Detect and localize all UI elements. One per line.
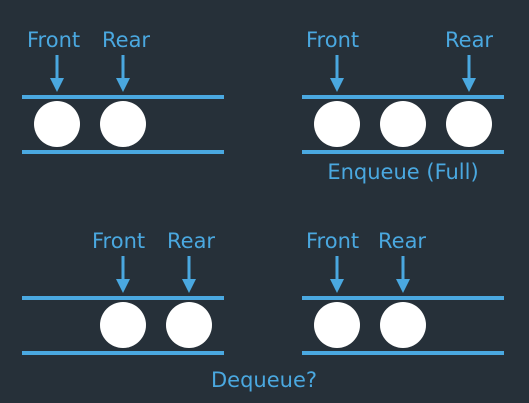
queue-panel-1: Front Rear — [22, 28, 224, 154]
front-pointer-arrow-icon — [330, 55, 344, 92]
rear-label: Rear — [445, 28, 493, 52]
rear-pointer-arrow-icon — [182, 256, 196, 293]
queue-element — [380, 101, 426, 147]
front-label: Front — [27, 28, 80, 52]
rear-label: Rear — [378, 229, 426, 253]
front-label: Front — [306, 229, 359, 253]
front-pointer-arrow-icon — [330, 256, 344, 293]
queue-element — [100, 302, 146, 348]
front-pointer-arrow-icon — [50, 55, 64, 92]
queue-element — [100, 101, 146, 147]
rear-pointer-arrow-icon — [462, 55, 476, 92]
queue-element — [34, 101, 80, 147]
dequeue-caption: Dequeue? — [211, 368, 317, 392]
queue-panel-3: Front Rear — [22, 229, 224, 355]
rear-label: Rear — [167, 229, 215, 253]
rear-pointer-arrow-icon — [396, 256, 410, 293]
queue-element — [446, 101, 492, 147]
queue-panel-2: Front Rear Enqueue (Full) — [302, 28, 504, 184]
front-label: Front — [306, 28, 359, 52]
queue-panel-4: Front Rear — [302, 229, 504, 355]
queue-element — [166, 302, 212, 348]
front-label: Front — [92, 229, 145, 253]
queue-element — [380, 302, 426, 348]
rear-label: Rear — [102, 28, 150, 52]
enqueue-full-caption: Enqueue (Full) — [327, 160, 478, 184]
front-pointer-arrow-icon — [116, 256, 130, 293]
queue-element — [314, 302, 360, 348]
rear-pointer-arrow-icon — [116, 55, 130, 92]
queue-element — [314, 101, 360, 147]
